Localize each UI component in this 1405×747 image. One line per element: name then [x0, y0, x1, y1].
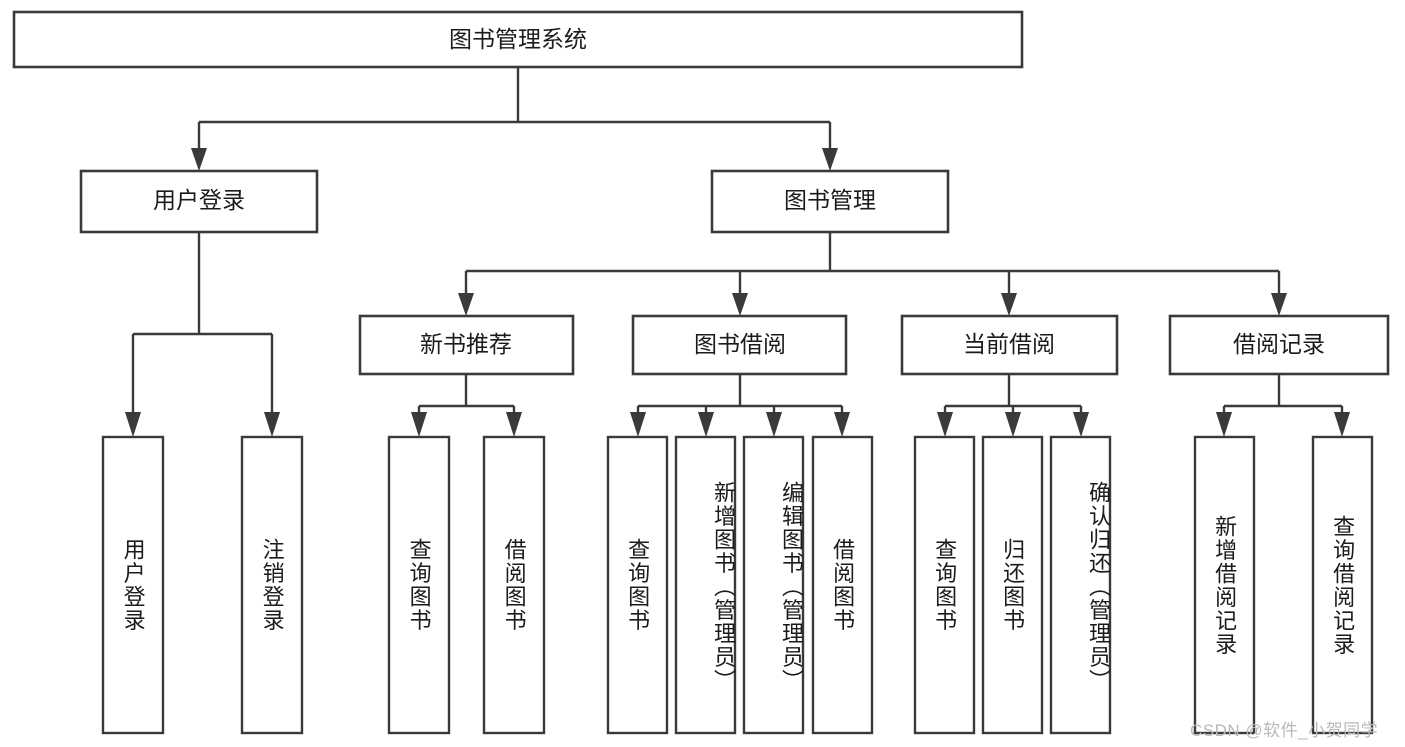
leaf-box-confirm-return[interactable] [1049, 435, 1112, 735]
node-current-borrow-label: 当前借阅 [963, 331, 1055, 357]
connector-current-borrow-to-leaves [937, 374, 1089, 437]
node-new-book-rec-label: 新书推荐 [420, 331, 512, 357]
leaf-box-user-logout[interactable] [240, 435, 304, 735]
node-book-manage-label: 图书管理 [784, 187, 876, 213]
node-borrow-record-label: 借阅记录 [1233, 331, 1325, 357]
leaf-box-user-login[interactable] [101, 435, 165, 735]
node-book-borrow-label: 图书借阅 [694, 331, 786, 357]
connector-book-borrow-to-leaves [630, 374, 850, 437]
node-root-box[interactable] [12, 10, 1024, 69]
arrowhead-user-login [191, 148, 207, 171]
leaf-box-query-record[interactable] [1311, 435, 1374, 735]
arrowhead-leaf-return-book [1005, 412, 1021, 437]
arrowhead-leaf-query-book-rec [411, 412, 427, 437]
node-root-label: 图书管理系统 [449, 26, 587, 52]
arrowhead-leaf-query-record [1334, 412, 1350, 437]
node-current-borrow[interactable]: 当前借阅 [900, 314, 1119, 376]
node-book-manage-box[interactable] [710, 169, 950, 234]
arrowhead-leaf-user-logout [264, 412, 280, 437]
node-current-borrow-box[interactable] [900, 314, 1119, 376]
leaf-box-borrow-book[interactable] [811, 435, 874, 735]
arrowhead-book-borrow [732, 293, 748, 316]
arrowhead-leaf-borrow-book [834, 412, 850, 437]
node-borrow-record[interactable]: 借阅记录 [1168, 314, 1390, 376]
arrowhead-leaf-query-book-borrow [630, 412, 646, 437]
leaf-box-add-record[interactable] [1193, 435, 1256, 735]
leaf-boxes [101, 435, 1374, 735]
node-book-borrow[interactable]: 图书借阅 [631, 314, 848, 376]
arrowhead-leaf-confirm-return [1073, 412, 1089, 437]
leaf-box-query-book-borrow[interactable] [606, 435, 669, 735]
node-book-manage[interactable]: 图书管理 [710, 169, 950, 234]
leaf-box-add-book[interactable] [674, 435, 737, 735]
leaf-box-query-book-rec[interactable] [387, 435, 451, 735]
connector-borrow-record-to-leaves [1216, 374, 1350, 437]
node-root[interactable]: 图书管理系统 [12, 10, 1024, 69]
watermark-text: CSDN @软件_小贺同学 [1190, 721, 1379, 740]
arrowhead-borrow-record [1271, 293, 1287, 316]
arrowhead-leaf-query-book-current [937, 412, 953, 437]
arrowhead-current-borrow [1001, 293, 1017, 316]
connector-root-to-level2 [191, 67, 838, 171]
leaf-box-edit-book[interactable] [742, 435, 805, 735]
leaf-box-query-book-current[interactable] [913, 435, 976, 735]
node-new-book-rec[interactable]: 新书推荐 [358, 314, 575, 376]
connector-book-manage-to-level3 [458, 232, 1287, 316]
node-user-login[interactable]: 用户登录 [79, 169, 319, 234]
node-book-borrow-box[interactable] [631, 314, 848, 376]
node-borrow-record-box[interactable] [1168, 314, 1390, 376]
arrowhead-leaf-borrow-book-rec [506, 412, 522, 437]
leaf-box-borrow-book-rec[interactable] [482, 435, 546, 735]
node-user-login-label: 用户登录 [153, 187, 245, 213]
leaf-box-return-book[interactable] [981, 435, 1044, 735]
node-new-book-rec-box[interactable] [358, 314, 575, 376]
arrowhead-leaf-add-record [1216, 412, 1232, 437]
arrowhead-leaf-user-login [125, 412, 141, 437]
arrowhead-new-book-rec [458, 293, 474, 316]
connector-new-book-rec-to-leaves [411, 374, 522, 437]
connector-user-login-to-leaves [125, 232, 280, 437]
arrowhead-book-manage [822, 148, 838, 171]
arrowhead-leaf-add-book [698, 412, 714, 437]
arrowhead-leaf-edit-book [766, 412, 782, 437]
